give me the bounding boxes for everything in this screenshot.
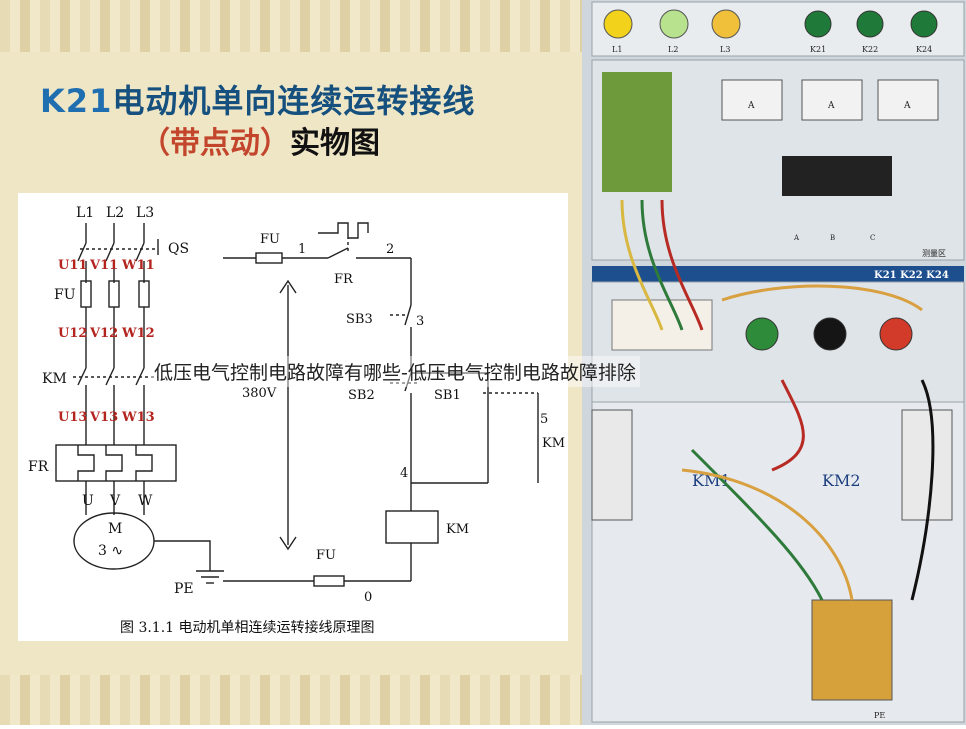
label-v11: V11 xyxy=(89,258,118,273)
ammeter-3-icon xyxy=(877,79,939,121)
pe-terminal-label: PE xyxy=(874,711,885,720)
ctrl-node4: 4 xyxy=(400,466,408,481)
thermal-relay-icon xyxy=(811,599,893,701)
start-button-icon xyxy=(745,317,779,351)
ammeter-2-icon xyxy=(801,79,863,121)
pe-label: PE xyxy=(174,581,194,597)
ctrl-sb3: SB3 xyxy=(346,312,373,327)
phase-L2: L2 xyxy=(106,205,124,221)
jog-button-icon xyxy=(813,317,847,351)
terminal-u: U xyxy=(82,493,94,509)
terminal-block-icon xyxy=(611,299,713,351)
label-w12: W12 xyxy=(121,326,155,341)
phase-L1: L1 xyxy=(76,205,94,221)
current-transformer-icon xyxy=(782,156,892,196)
lamp-l3-label: L3 xyxy=(720,45,730,54)
label-u12: U12 xyxy=(58,326,87,341)
motor-label: M xyxy=(108,521,122,537)
terminal-b: B xyxy=(830,234,835,242)
button-k24-label: K24 xyxy=(916,45,932,54)
button-k22-icon xyxy=(856,10,884,38)
meter-unit-2: A xyxy=(827,101,835,111)
slide-title-line1: K21电动机单向连续运转接线 xyxy=(40,76,475,122)
ctrl-sb1: SB1 xyxy=(434,388,461,403)
button-k22-label: K22 xyxy=(862,45,878,54)
stop-button-icon xyxy=(879,317,913,351)
contactor-left-icon xyxy=(591,409,633,521)
terminal-c: C xyxy=(870,234,875,242)
ctrl-sb2: SB2 xyxy=(348,388,375,403)
ammeter-1-icon xyxy=(721,79,783,121)
button-k24-icon xyxy=(910,10,938,38)
phase-L3: L3 xyxy=(136,205,154,221)
label-v13: V13 xyxy=(89,410,118,425)
contactor-km2-label: KM2 xyxy=(822,471,861,490)
lamp-l3-icon xyxy=(711,9,741,39)
overlay-caption: 低压电气控制电路故障有哪些-低压电气控制电路故障排除 xyxy=(150,356,640,387)
ctrl-node3: 3 xyxy=(416,314,424,329)
qs-label: QS xyxy=(168,241,189,257)
ctrl-node5: 5 xyxy=(540,412,548,427)
button-k21-icon xyxy=(804,10,832,38)
ctrl-voltage: 380V xyxy=(242,386,277,401)
measure-area-label: 测量区 xyxy=(922,249,946,258)
label-v12: V12 xyxy=(89,326,118,341)
motor-sub: 3 ∿ xyxy=(98,543,123,559)
schematic-caption: 图 3.1.1 电动机单相连续运转接线原理图 xyxy=(120,620,375,636)
contactor-right-icon xyxy=(901,409,953,521)
terminal-v: V xyxy=(109,493,121,509)
model-bar-label: K21 K22 K24 xyxy=(874,270,949,281)
label-w11: W11 xyxy=(121,258,155,273)
ctrl-km-coil: KM xyxy=(446,522,469,537)
fr-label: FR xyxy=(28,459,49,475)
lamp-l2-label: L2 xyxy=(668,45,678,54)
ctrl-fu-bottom: FU xyxy=(316,548,336,563)
label-u13: U13 xyxy=(58,410,87,425)
fu-label: FU xyxy=(54,287,76,303)
title-main: 电动机单向连续运转接线 xyxy=(112,82,476,120)
training-board-photo: L1 L2 L3 K21 K22 K24 A A A A B C 测量区 K21… xyxy=(582,0,966,725)
title-sub: 实物图 xyxy=(290,126,380,161)
ctrl-node2: 2 xyxy=(386,242,394,257)
model-bar xyxy=(592,266,964,282)
km-label: KM xyxy=(42,371,67,387)
circuit-schematic: L1 L2 L3 QS FU KM FR U V W M 3 ∿ PE U11 … xyxy=(18,193,568,641)
ctrl-fu-top: FU xyxy=(260,232,280,247)
meter-unit-3: A xyxy=(903,101,911,111)
terminal-a: A xyxy=(793,234,800,242)
ctrl-node1: 1 xyxy=(298,242,306,257)
title-paren: （带点动） xyxy=(140,126,290,161)
ctrl-node0: 0 xyxy=(364,590,372,605)
breaker-icon xyxy=(602,72,672,192)
meter-unit-1: A xyxy=(747,101,755,111)
lamp-l1-icon xyxy=(603,9,633,39)
ctrl-fr: FR xyxy=(334,272,354,287)
button-k21-label: K21 xyxy=(810,45,826,54)
lamp-l1-label: L1 xyxy=(612,45,622,54)
label-u11: U11 xyxy=(58,258,87,273)
ctrl-km-contact: KM xyxy=(542,436,565,451)
label-w13: W13 xyxy=(121,410,155,425)
slide-title-line2: （带点动）实物图 xyxy=(140,118,380,162)
terminal-w: W xyxy=(138,493,153,509)
title-code: K21 xyxy=(40,82,113,120)
indicator-lamps: L1 L2 L3 xyxy=(603,9,741,54)
top-buttons: K21 K22 K24 xyxy=(804,10,938,54)
lamp-l2-icon xyxy=(659,9,689,39)
